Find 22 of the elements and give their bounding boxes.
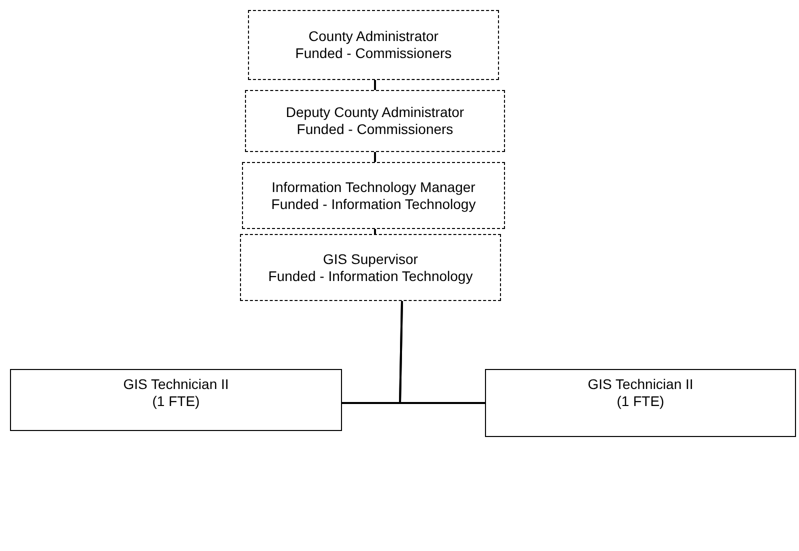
position-box: [245, 90, 505, 152]
position-box: [240, 234, 501, 301]
position-detail: Funded - Information Technology: [268, 268, 473, 284]
position-detail: (1 FTE): [616, 393, 664, 410]
connector-line: [374, 80, 376, 90]
position-detail: Funded - Commissioners: [295, 45, 452, 62]
position-title: Information Technology Manager: [272, 178, 476, 196]
position-title: GIS Supervisor: [323, 250, 418, 268]
position-title: GIS Technician II: [123, 376, 229, 393]
position-detail: Funded - Commissioners: [296, 121, 454, 138]
connector-line: [398, 300, 485, 404]
position-title: County Administrator: [308, 28, 438, 45]
position-box: [242, 162, 505, 229]
position-title: GIS Technician II: [588, 376, 694, 393]
staff-box: [10, 369, 342, 431]
position-box: [248, 10, 499, 80]
position-title: Deputy County Administrator: [286, 104, 464, 121]
position-detail: (1 FTE): [152, 393, 200, 410]
connector-line: [374, 152, 376, 162]
staff-box: [485, 369, 796, 437]
connector-line: [374, 229, 376, 234]
position-detail: Funded - Information Technology: [271, 196, 476, 212]
